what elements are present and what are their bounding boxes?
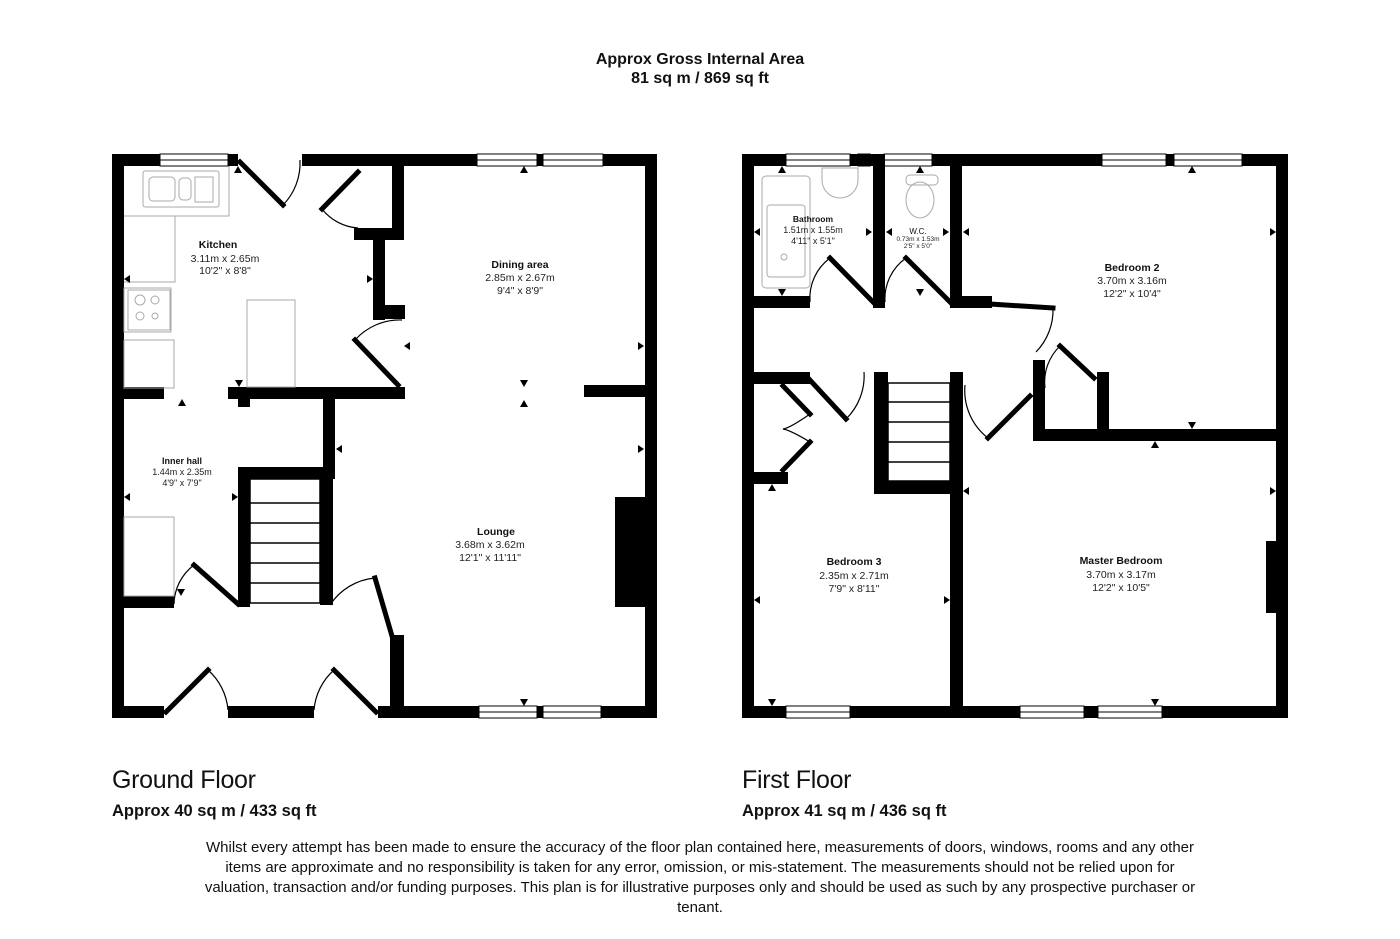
room-metric-bathroom: 1.51m x 1.55m (783, 225, 843, 235)
room-metric-lounge: 3.68m x 3.62m (455, 539, 525, 551)
room-name-bedroom3: Bedroom 3 (827, 556, 882, 568)
ground-floor-area: Approx 40 sq m / 433 sq ft (112, 802, 317, 820)
gross-area-heading: Approx Gross Internal Area (595, 51, 805, 68)
first-floor-area: Approx 41 sq m / 436 sq ft (742, 802, 947, 820)
room-name-master-bedroom: Master Bedroom (1080, 555, 1163, 567)
first-floor-label: First Floor (742, 766, 852, 794)
gross-area-value: 81 sq m / 869 sq ft (631, 70, 769, 87)
room-metric-kitchen: 3.11m x 2.65m (191, 253, 260, 265)
room-name-wc: W.C. (909, 227, 926, 236)
room-imperial-dining: 9'4" x 8'9" (497, 285, 543, 297)
room-imperial-inner-hall: 4'9" x 7'9" (162, 478, 201, 488)
bathroom-fixtures (761, 167, 939, 289)
room-metric-bedroom2: 3.70m x 3.16m (1097, 275, 1167, 287)
room-name-inner-hall: Inner hall (162, 456, 202, 466)
ground-floor-label: Ground Floor (112, 766, 256, 794)
room-name-bathroom: Bathroom (793, 214, 834, 224)
room-imperial-bathroom: 4'11" x 5'1" (791, 236, 835, 246)
first-floor-plan: Bathroom 1.51m x 1.55m 4'11" x 5'1" W.C.… (742, 153, 1288, 719)
room-metric-bedroom3: 2.35m x 2.71m (819, 570, 889, 582)
measure-arrows-ground (124, 166, 644, 706)
room-metric-master-bedroom: 3.70m x 3.17m (1086, 569, 1156, 581)
room-name-kitchen: Kitchen (199, 239, 238, 251)
room-imperial-kitchen: 10'2" x 8'8" (199, 265, 251, 277)
disclaimer-text: Whilst every attempt has been made to en… (204, 839, 1196, 916)
ground-floor-plan: Kitchen 3.11m x 2.65m 10'2" x 8'8" Dinin… (112, 153, 657, 719)
room-imperial-lounge: 12'1" x 11'11" (459, 552, 521, 564)
room-imperial-bedroom3: 7'9" x 8'11" (829, 583, 880, 595)
room-metric-inner-hall: 1.44m x 2.35m (152, 467, 212, 477)
room-name-lounge: Lounge (477, 526, 515, 538)
room-metric-dining: 2.85m x 2.67m (485, 272, 555, 284)
room-name-dining: Dining area (491, 259, 548, 271)
stairs-first (887, 382, 951, 482)
room-imperial-master-bedroom: 12'2" x 10'5" (1092, 582, 1150, 594)
doors-ground (162, 158, 403, 716)
gross-area-title: Approx Gross Internal Area 81 sq m / 869… (0, 50, 1400, 88)
room-name-bedroom2: Bedroom 2 (1105, 262, 1160, 274)
measure-arrows-first (754, 166, 1276, 706)
room-metric-wc: 0.73m x 1.53m (897, 236, 940, 243)
room-imperial-wc: 2'5" x 5'0" (904, 243, 933, 250)
doors-first (779, 254, 1098, 474)
room-imperial-bedroom2: 12'2" x 10'4" (1103, 288, 1161, 300)
stairs-ground (249, 478, 321, 604)
kitchen-fixtures (123, 166, 296, 597)
